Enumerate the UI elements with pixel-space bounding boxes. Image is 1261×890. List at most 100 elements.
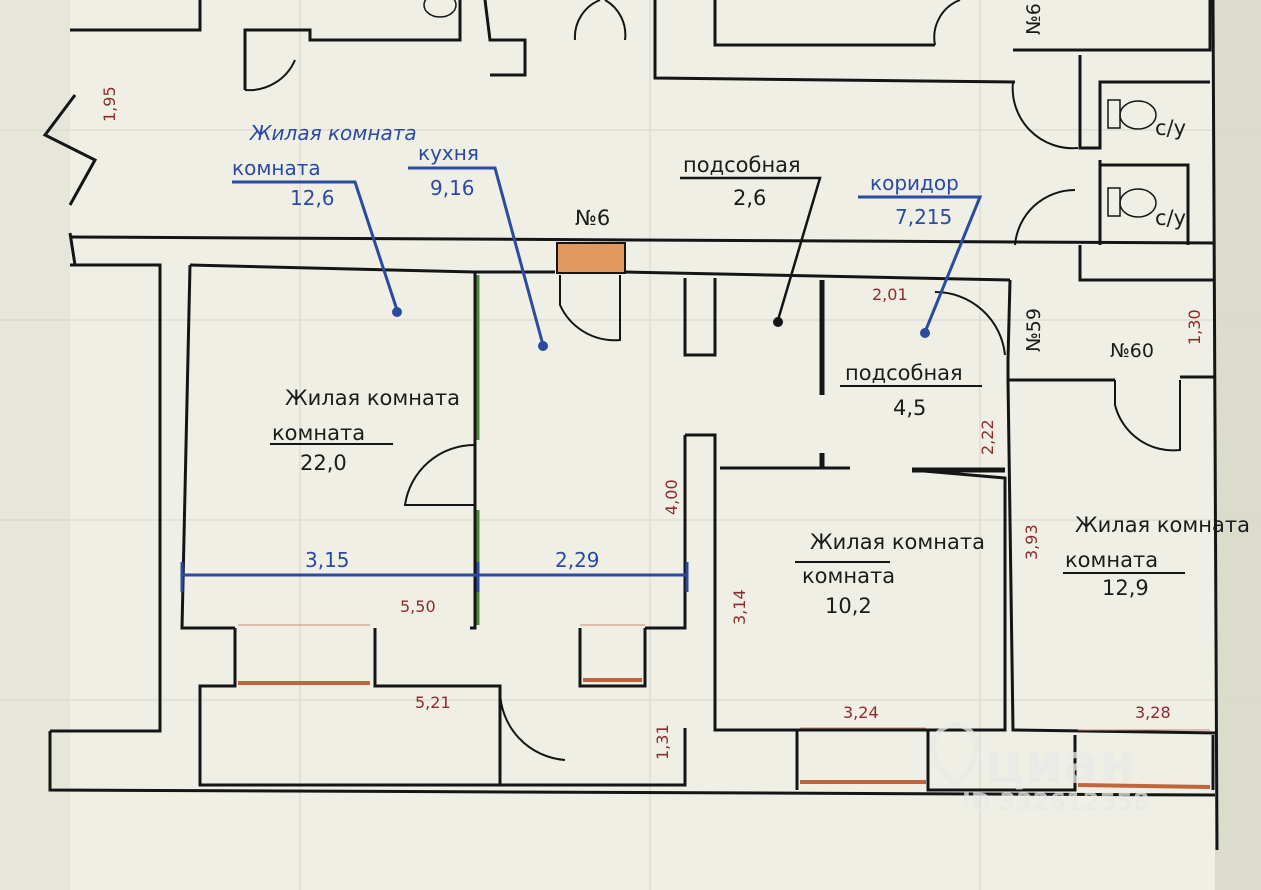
toilet-bowl-1 <box>1119 100 1157 130</box>
living-main-area: 22,0 <box>300 451 347 475</box>
kitchen-door <box>559 275 621 342</box>
map-pin-icon <box>930 722 980 789</box>
wall-bottom-outer <box>48 731 1216 797</box>
kitchen-area: 9,16 <box>430 176 475 200</box>
dim-2-22: 2,22 <box>978 419 997 455</box>
toilets <box>423 0 1157 218</box>
dot-living-top <box>392 307 402 317</box>
dim-3-93: 3,93 <box>1022 524 1041 560</box>
dim-1-30: 1,30 <box>1185 309 1204 345</box>
chimney-block <box>556 242 626 274</box>
wall-left-block <box>50 263 162 733</box>
wall-living-top <box>189 263 476 274</box>
wall-bottom-step-2 <box>578 628 647 688</box>
corridor-door <box>934 290 1006 356</box>
paper-margin <box>0 0 70 890</box>
corridor-area: 7,215 <box>895 205 952 229</box>
dot-utility <box>773 317 783 327</box>
wall-bottom-windows <box>795 730 1077 792</box>
top-double-door <box>573 0 627 41</box>
living-door <box>403 443 476 506</box>
wc-2-label: с/у <box>1155 206 1186 230</box>
wall-bottom-step <box>373 628 502 785</box>
living-top-area: 12,6 <box>290 186 335 210</box>
no60-label: №60 <box>1110 340 1154 362</box>
walls <box>42 0 1219 851</box>
leader-kitchen <box>408 166 545 346</box>
blue-dimension-line <box>180 562 689 592</box>
dot-corridor <box>920 328 930 338</box>
living-main-name-2: комната <box>272 421 365 445</box>
wall-pillar <box>683 278 717 357</box>
wall-left-joint <box>68 232 77 266</box>
utility-top-name: подсобная <box>683 153 801 177</box>
living-top-name-2: комната <box>232 156 321 180</box>
toilet-bowl-2 <box>1119 188 1157 218</box>
dot-kitchen <box>538 341 548 351</box>
wall-wc-lower <box>1098 160 1190 245</box>
no6-top-label: №6 <box>1023 3 1045 35</box>
wall-bottom-block <box>198 628 687 787</box>
utility-small-area: 4,5 <box>893 396 926 420</box>
wall-kitchen-right <box>645 435 687 630</box>
door-swings <box>244 0 1181 761</box>
wall-outer-right <box>1211 0 1219 851</box>
wall-top-room-b <box>483 0 527 77</box>
dim-2-01: 2,01 <box>872 285 908 304</box>
no60-door <box>1114 380 1181 452</box>
blue-leaders <box>232 166 983 346</box>
living-right-name: Жилая комната <box>1075 513 1250 537</box>
wc-door <box>1011 81 1079 150</box>
leader-utility <box>680 176 822 321</box>
top-door-right <box>933 0 961 46</box>
dim-4-00: 4,00 <box>662 479 681 515</box>
wall-living-mid <box>685 433 1007 732</box>
watermark-brand: циан <box>985 732 1137 795</box>
dim-1-31: 1,31 <box>653 724 672 760</box>
wall-corridor-upper <box>69 235 1216 245</box>
corridor-name: коридор <box>870 171 959 195</box>
windows <box>238 678 1211 789</box>
bottom-door <box>498 689 566 761</box>
leader-dots <box>392 307 930 351</box>
wall-wc-bottom <box>1078 245 1215 282</box>
window-dimension-lines <box>238 624 1210 731</box>
wall-top-room-a <box>243 0 462 90</box>
wall-top-room-c <box>653 0 1016 84</box>
wall-wc-top <box>1013 0 1212 52</box>
dim-3-14: 3,14 <box>730 589 749 625</box>
paper-edge <box>1215 0 1261 890</box>
wall-top-room-d <box>713 0 935 47</box>
living-right-name-2: комната <box>1065 548 1158 572</box>
leader-living-top <box>232 180 399 311</box>
living-mid-area: 10,2 <box>825 594 872 618</box>
top-door-left <box>244 59 296 92</box>
wall-living-right <box>1006 379 1218 735</box>
watermark: циан ID 332612558 <box>930 722 1150 816</box>
living-mid-name-2: комната <box>802 564 895 588</box>
living-main-name: Жилая комната <box>285 386 460 410</box>
wc-door-2 <box>1014 188 1076 246</box>
dim-3-24: 3,24 <box>843 703 879 722</box>
no6-label: №6 <box>575 206 610 230</box>
label-underlines <box>270 385 1185 574</box>
wall-wc-block <box>1078 55 1210 150</box>
dim-3-28: 3,28 <box>1135 703 1171 722</box>
no59-label: №59 <box>1023 308 1045 352</box>
utility-small-name: подсобная <box>845 361 963 385</box>
thick-partitions <box>819 280 1005 473</box>
utility-top-area: 2,6 <box>733 186 766 210</box>
wall-kitchen-left <box>470 272 477 630</box>
living-right-area: 12,9 <box>1102 576 1149 600</box>
kitchen-name: кухня <box>418 141 479 165</box>
leader-corridor <box>858 195 983 333</box>
dim-3-15: 3,15 <box>305 548 350 572</box>
living-top-name-1: Жилая комната <box>248 121 417 145</box>
dim-5-21: 5,21 <box>415 693 451 712</box>
watermark-id: ID 332612558 <box>962 788 1150 816</box>
wall-living-left <box>180 264 235 630</box>
dim-2-29: 2,29 <box>555 548 600 572</box>
